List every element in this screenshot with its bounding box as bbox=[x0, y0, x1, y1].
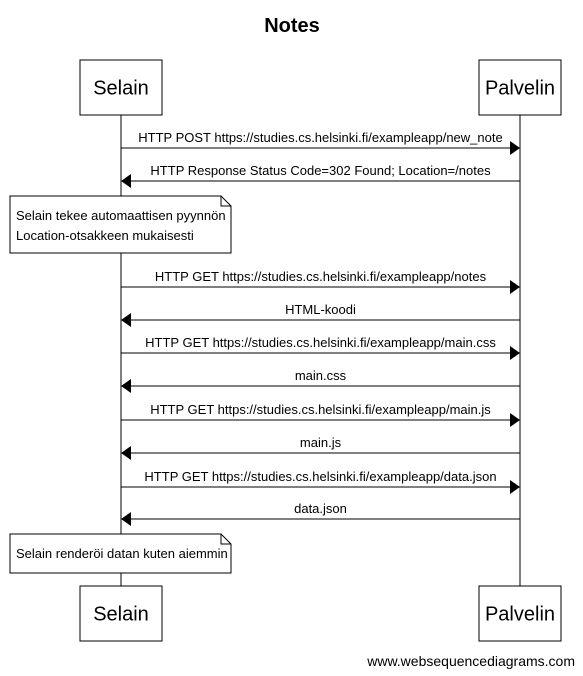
message-arrow: data.json bbox=[121, 501, 520, 526]
message-label: HTTP GET https://studies.cs.helsinki.fi/… bbox=[155, 269, 487, 284]
message-label: HTTP POST https://studies.cs.helsinki.fi… bbox=[138, 130, 502, 145]
diagram-title: Notes bbox=[264, 15, 320, 37]
participant-box-selain-top: Selain bbox=[79, 59, 163, 116]
message-arrow: main.css bbox=[121, 368, 520, 393]
message-arrow: HTTP POST https://studies.cs.helsinki.fi… bbox=[121, 130, 520, 155]
participant-label-palvelin: Palvelin bbox=[485, 78, 555, 100]
arrowhead-icon bbox=[510, 141, 520, 155]
message-arrow: HTTP GET https://studies.cs.helsinki.fi/… bbox=[121, 469, 520, 494]
message-label: main.js bbox=[300, 435, 342, 450]
message-arrow: HTML-koodi bbox=[121, 302, 520, 327]
message-label: HTTP GET https://studies.cs.helsinki.fi/… bbox=[150, 402, 491, 417]
note-text-line: Selain tekee automaattisen pyynnön bbox=[16, 208, 226, 223]
participant-label-selain: Selain bbox=[93, 78, 149, 100]
message-label: HTML-koodi bbox=[285, 302, 356, 317]
note-fold-icon bbox=[220, 196, 231, 207]
note-text-line: Selain renderöi datan kuten aiemmin bbox=[16, 546, 228, 561]
note-text-line: Location-otsakkeen mukaisesti bbox=[16, 228, 194, 243]
arrowhead-icon bbox=[510, 480, 520, 494]
arrowhead-icon bbox=[121, 512, 131, 526]
participant-box-palvelin-top: Palvelin bbox=[478, 59, 562, 116]
note-fold-icon bbox=[220, 534, 231, 545]
arrowhead-icon bbox=[510, 280, 520, 294]
message-label: data.json bbox=[294, 501, 347, 516]
arrowhead-icon bbox=[121, 446, 131, 460]
arrowhead-icon bbox=[121, 313, 131, 327]
credit-text: www.websequencediagrams.com bbox=[366, 653, 575, 669]
message-arrow: HTTP GET https://studies.cs.helsinki.fi/… bbox=[121, 335, 520, 360]
message-arrow: HTTP GET https://studies.cs.helsinki.fi/… bbox=[121, 402, 520, 427]
note-box: Selain tekee automaattisen pyynnönLocati… bbox=[9, 195, 232, 254]
message-label: main.css bbox=[295, 368, 347, 383]
participant-label-selain: Selain bbox=[93, 604, 149, 626]
message-arrow: HTTP Response Status Code=302 Found; Loc… bbox=[121, 163, 520, 188]
participant-box-selain-bottom: Selain bbox=[79, 585, 163, 642]
message-label: HTTP Response Status Code=302 Found; Loc… bbox=[150, 163, 491, 178]
arrowhead-icon bbox=[510, 413, 520, 427]
message-label: HTTP GET https://studies.cs.helsinki.fi/… bbox=[144, 469, 496, 484]
message-arrow: HTTP GET https://studies.cs.helsinki.fi/… bbox=[121, 269, 520, 294]
message-arrow: main.js bbox=[121, 435, 520, 460]
note-box: Selain renderöi datan kuten aiemmin bbox=[9, 533, 232, 574]
arrowhead-icon bbox=[121, 174, 131, 188]
arrowhead-icon bbox=[510, 346, 520, 360]
message-label: HTTP GET https://studies.cs.helsinki.fi/… bbox=[145, 335, 496, 350]
participant-box-palvelin-bottom: Palvelin bbox=[478, 585, 562, 642]
arrowhead-icon bbox=[121, 379, 131, 393]
participant-label-palvelin: Palvelin bbox=[485, 604, 555, 626]
